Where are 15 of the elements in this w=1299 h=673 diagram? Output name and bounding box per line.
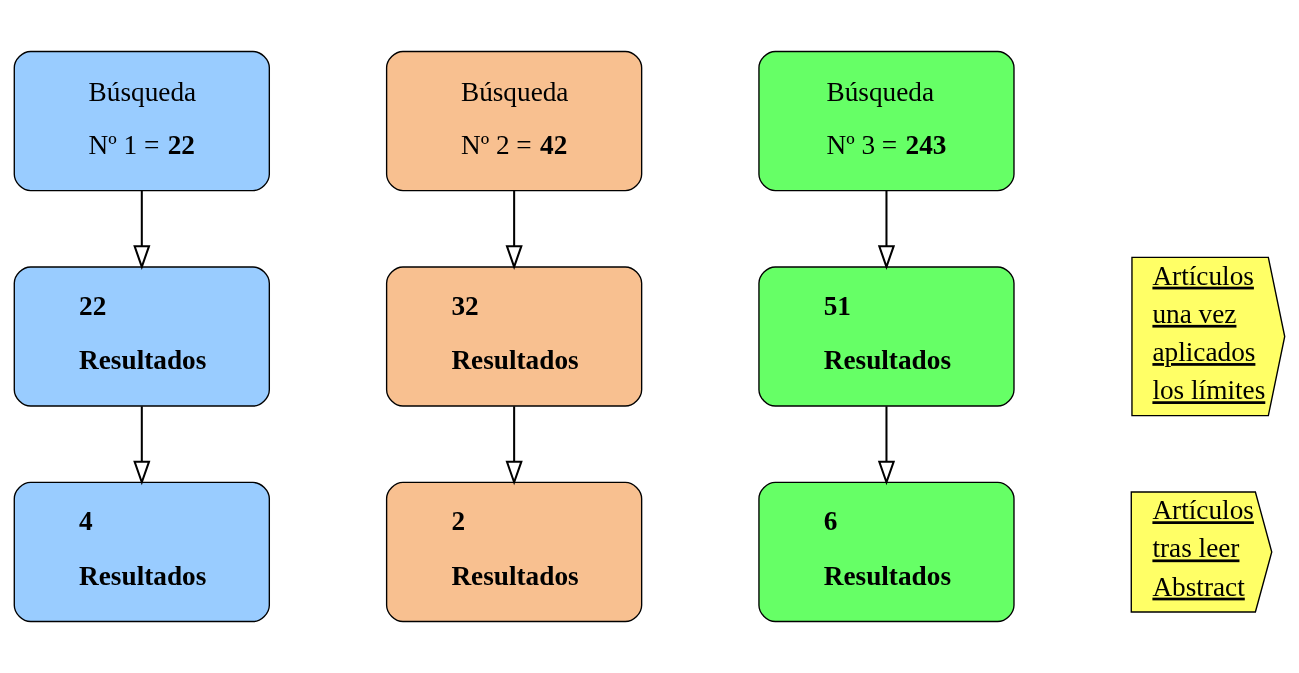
node-box: 4 Resultados bbox=[13, 481, 270, 623]
node-box: 2 Resultados bbox=[385, 481, 643, 623]
node-box: Búsqueda Nº 3 = 243 bbox=[758, 50, 1015, 192]
node-box: 6 Resultados bbox=[758, 481, 1015, 623]
node-box: 32 Resultados bbox=[385, 266, 643, 407]
arrow bbox=[877, 406, 896, 486]
arrow bbox=[505, 190, 523, 270]
node-box: Búsqueda Nº 2 = 42 bbox=[385, 50, 643, 192]
node-box: Búsqueda Nº 1 = 22 bbox=[13, 50, 270, 192]
node-box: 22 Resultados bbox=[13, 266, 270, 407]
arrow bbox=[133, 190, 151, 270]
node-box: 51 Resultados bbox=[758, 266, 1015, 407]
arrow bbox=[877, 190, 896, 270]
arrow bbox=[133, 406, 151, 486]
arrow bbox=[505, 406, 523, 486]
